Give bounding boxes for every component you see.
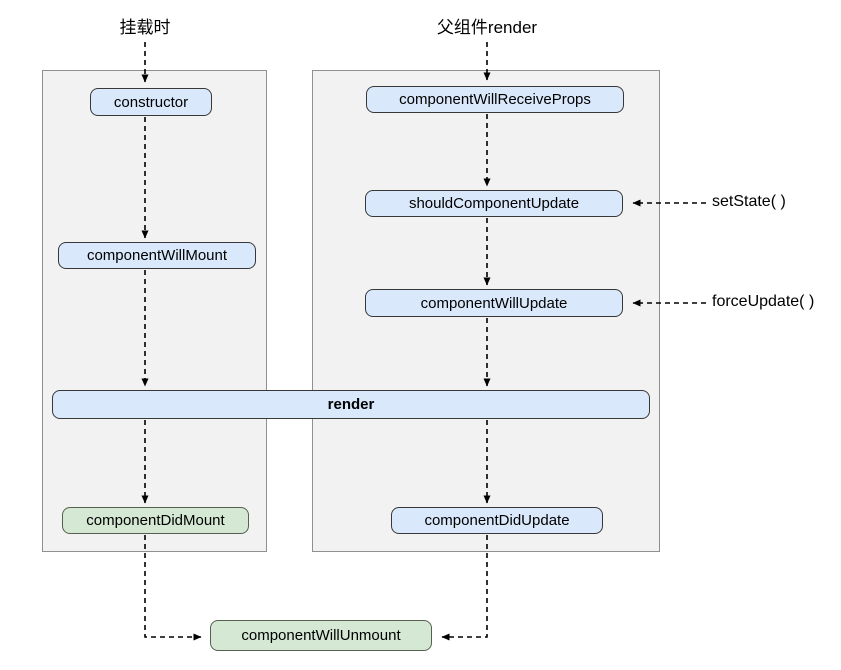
node-component-will-unmount: componentWillUnmount xyxy=(210,620,432,651)
node-component-will-receive-props: componentWillReceiveProps xyxy=(366,86,624,113)
node-component-did-mount: componentDidMount xyxy=(62,507,249,534)
mount-phase-label: 挂载时 xyxy=(119,18,171,37)
mount-phase-panel xyxy=(42,70,267,552)
node-component-will-update: componentWillUpdate xyxy=(365,289,623,317)
node-constructor: constructor xyxy=(90,88,212,116)
force-update-label: forceUpdate( ) xyxy=(712,293,815,310)
node-render: render xyxy=(52,390,650,419)
arrow-didmount-to-willunmount xyxy=(144,535,202,641)
node-component-will-mount: componentWillMount xyxy=(58,242,256,269)
arrow-didupdate-to-willunmount xyxy=(441,535,488,641)
node-should-component-update: shouldComponentUpdate xyxy=(365,190,623,217)
node-component-did-update: componentDidUpdate xyxy=(391,507,603,534)
parent-render-label: 父组件render xyxy=(436,18,538,37)
set-state-label: setState( ) xyxy=(712,193,786,210)
